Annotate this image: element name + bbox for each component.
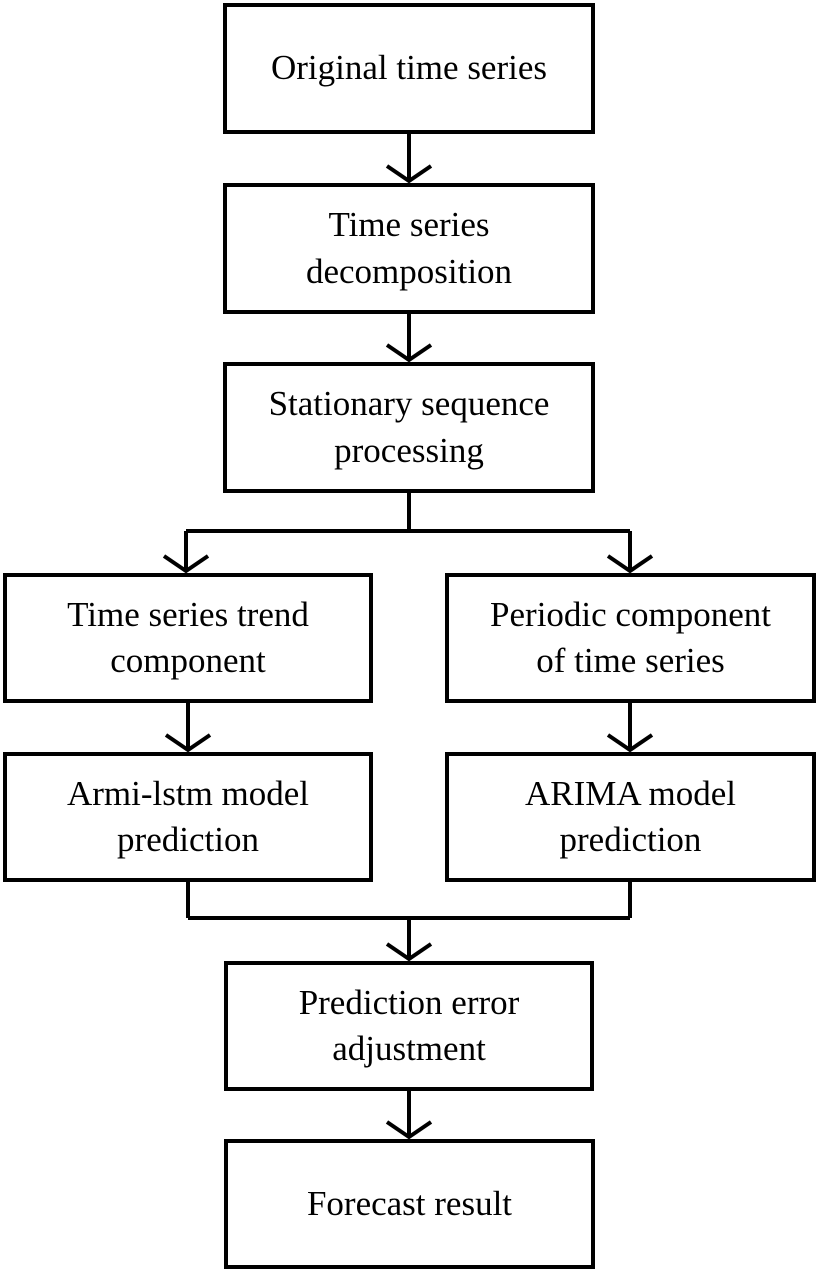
node-label: Stationary sequence processing (268, 384, 550, 470)
node-forecast-result: Forecast result (224, 1139, 595, 1269)
node-time-series-trend-component: Time series trend component (3, 573, 373, 703)
node-stationary-sequence-processing: Stationary sequence processing (223, 362, 595, 493)
node-original-time-series: Original time series (223, 3, 595, 134)
arrowhead-icon (162, 554, 210, 574)
arrowhead-icon (385, 343, 433, 363)
arrow-merge-to-error-adjustment (186, 882, 632, 962)
node-time-series-decomposition: Time series decomposition (223, 183, 595, 314)
arrowhead-icon (385, 1120, 433, 1140)
arrow-original-to-decomposition (385, 134, 433, 184)
node-label: Forecast result (306, 1183, 513, 1223)
node-armi-lstm-model-prediction: Armi-lstm model prediction (3, 752, 373, 882)
node-label: Time series decomposition (305, 205, 513, 291)
node-label: Prediction error adjustment (298, 982, 520, 1068)
arrow-error-to-forecast (385, 1091, 433, 1140)
arrow-trend-to-armilstm (164, 703, 212, 753)
arrowhead-icon (385, 164, 433, 184)
arrow-stationary-split (162, 493, 654, 574)
arrowhead-icon (164, 733, 212, 753)
node-prediction-error-adjustment: Prediction error adjustment (224, 961, 594, 1091)
node-label: Original time series (270, 48, 548, 88)
arrow-decomposition-to-stationary (385, 314, 433, 363)
node-label: ARIMA model prediction (525, 773, 736, 859)
node-label: Time series trend component (67, 594, 309, 680)
arrowhead-icon (606, 733, 654, 753)
node-periodic-component-of-time-series: Periodic component of time series (445, 573, 816, 703)
arrowhead-icon (606, 554, 654, 574)
node-label: Armi-lstm model prediction (66, 773, 310, 859)
arrow-periodic-to-arima (606, 703, 654, 753)
arrowhead-icon (385, 942, 433, 962)
node-arima-model-prediction: ARIMA model prediction (445, 752, 816, 882)
node-label: Periodic component of time series (490, 594, 771, 680)
